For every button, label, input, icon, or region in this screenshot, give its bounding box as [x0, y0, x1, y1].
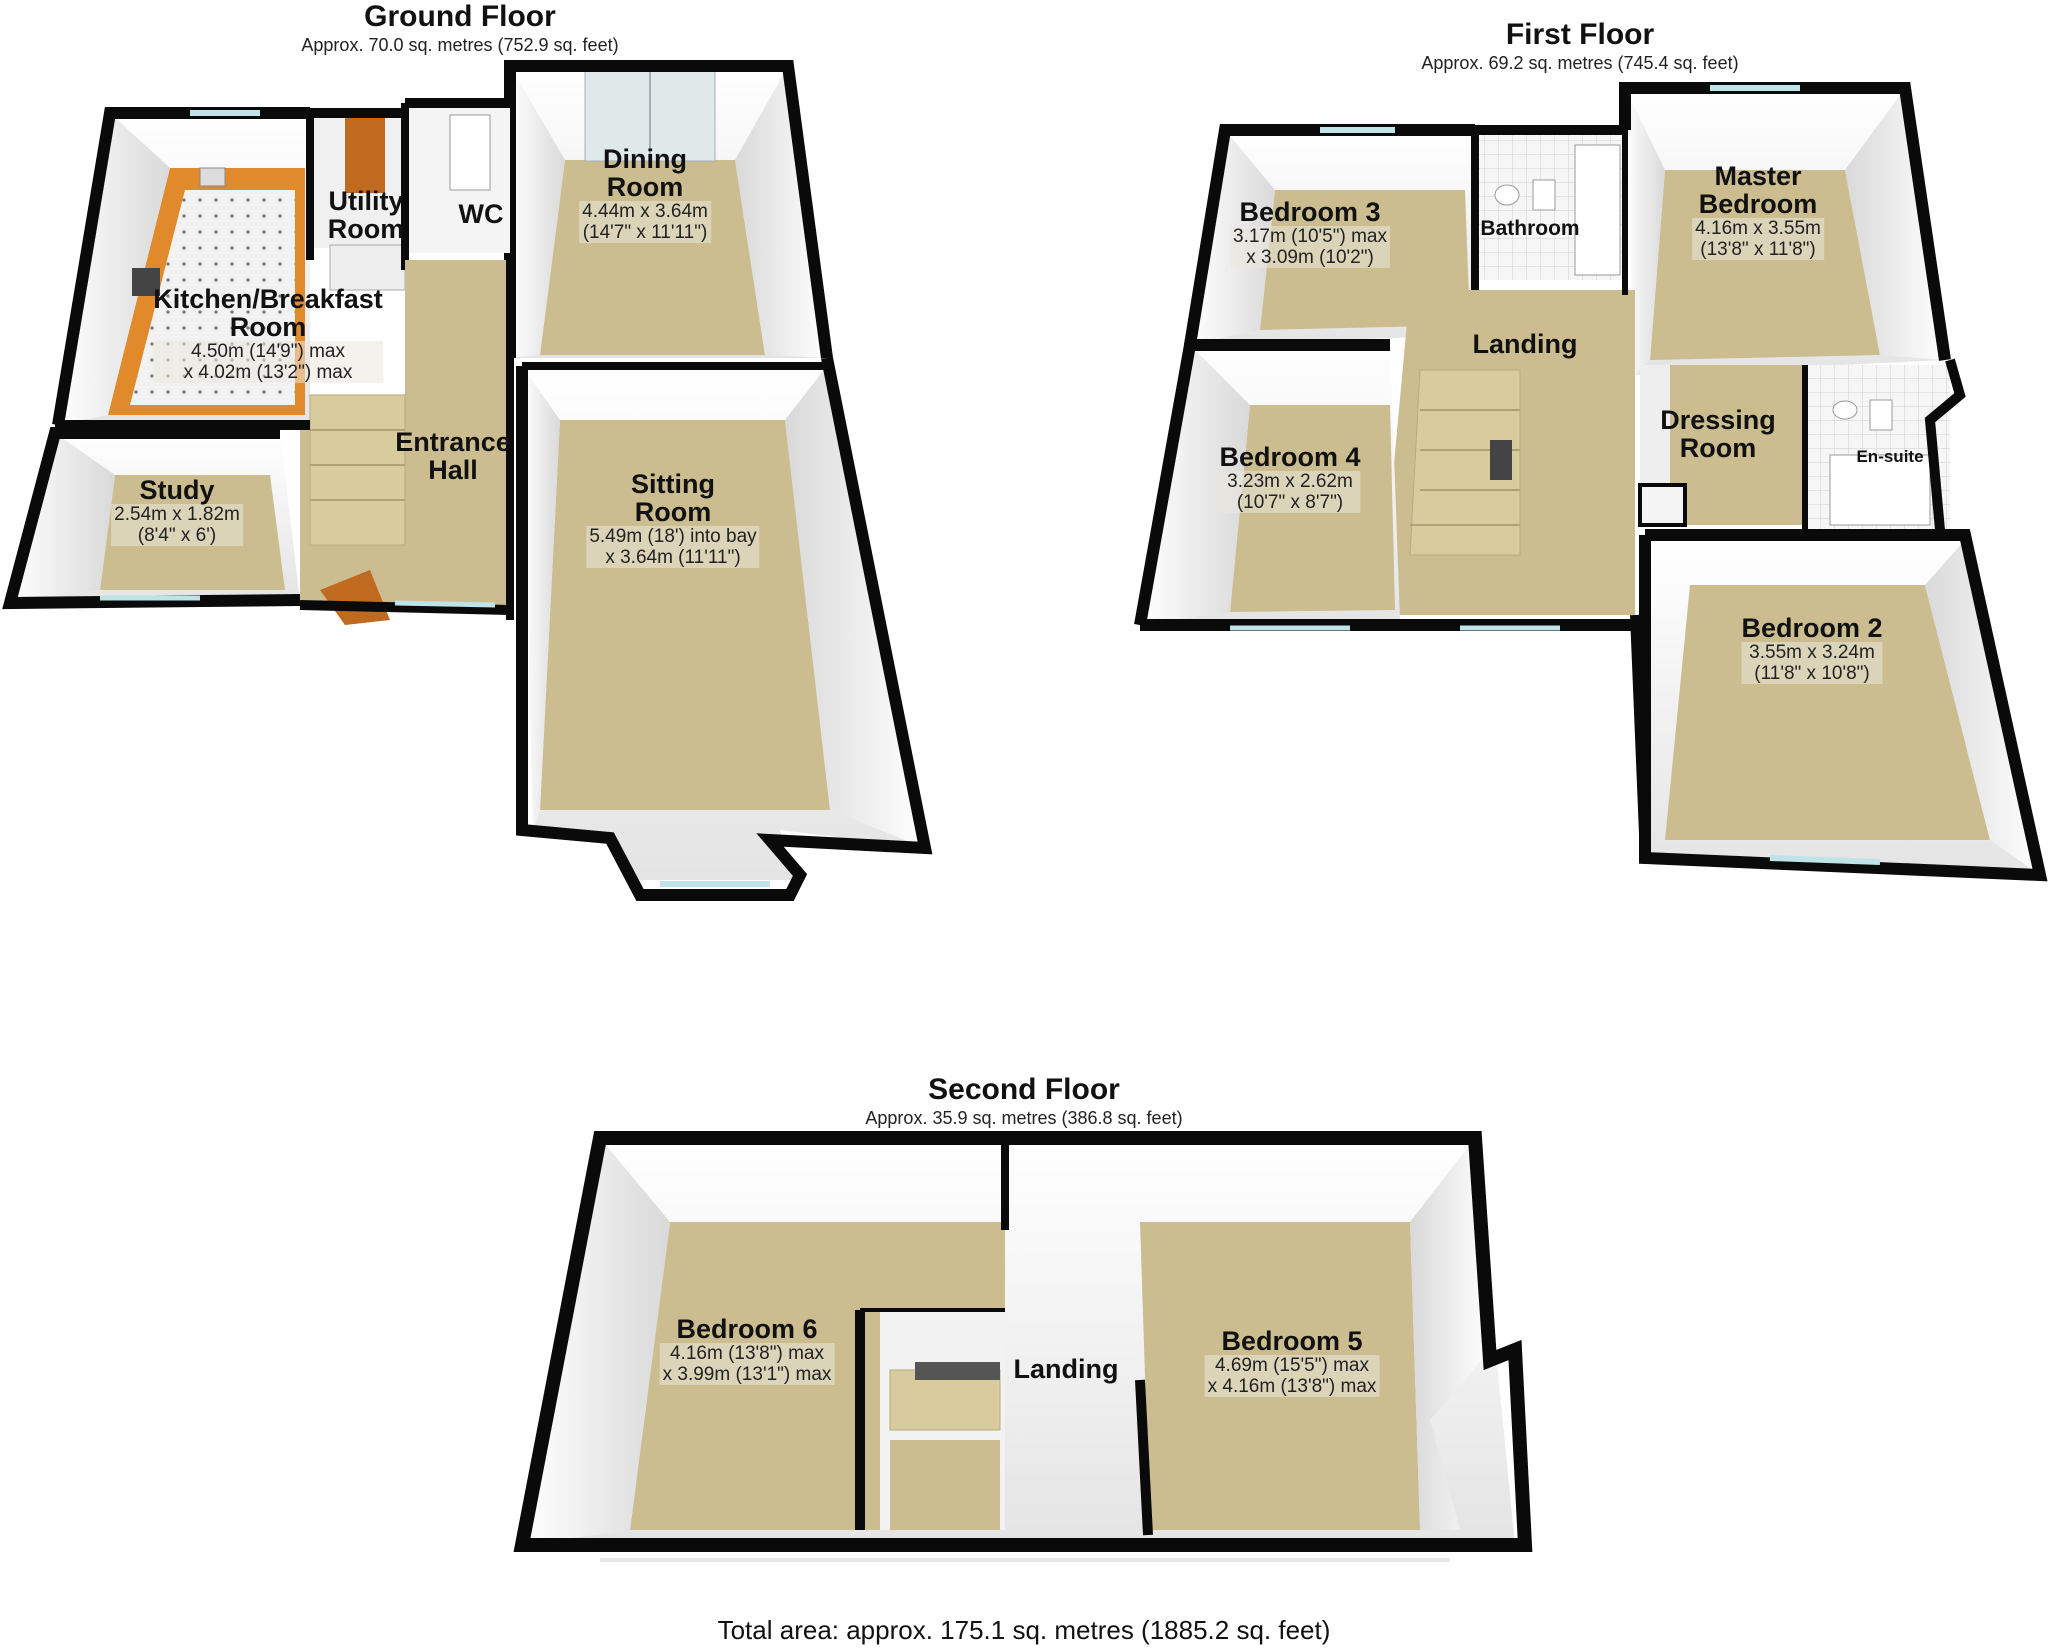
dining-room-label: Dining Room 4.44m x 3.64m (14'7" x 11'11…: [579, 145, 711, 243]
bathroom-shape: [1471, 125, 1625, 290]
en-suite-name: En-suite: [1856, 447, 1924, 466]
utility-room-label: Utility Room: [328, 187, 405, 243]
bedroom-5-label: Bedroom 5 4.69m (15'5") max x 4.16m (13'…: [1204, 1326, 1380, 1397]
bedroom-2-dim-1: 3.55m x 3.24m: [1741, 642, 1883, 663]
second-floor-name: Second Floor: [928, 1073, 1120, 1106]
total-area: Total area: approx. 175.1 sq. metres (18…: [717, 1615, 1331, 1645]
entrance-hall-shape: [299, 260, 514, 625]
bedroom-3-label: Bedroom 3 3.17m (10'5") max x 3.09m (10'…: [1230, 198, 1390, 268]
bedroom-4-label: Bedroom 4 3.23m x 2.62m (10'7" x 8'7"): [1219, 442, 1361, 513]
first-landing-shape: [1380, 290, 1635, 615]
bedroom-2-dim-2: (11'8" x 10'8"): [1741, 663, 1883, 684]
first-floor-title: First Floor Approx. 69.2 sq. metres (745…: [1380, 18, 1780, 74]
bedroom-4-name: Bedroom 4: [1219, 442, 1361, 472]
sitting-room-shape: [516, 356, 933, 901]
bathroom-label: Bathroom: [1480, 217, 1579, 241]
ground-floor-name: Ground Floor: [364, 0, 556, 33]
entrance-hall-name-1: Entrance: [395, 427, 511, 457]
first-floor-plan: [1134, 82, 2048, 882]
bedroom-5-name: Bedroom 5: [1221, 1326, 1363, 1356]
ground-floor-title: Ground Floor Approx. 70.0 sq. metres (75…: [280, 0, 640, 56]
dining-room-dim-1: 4.44m x 3.64m: [579, 201, 711, 222]
kitchen-dim-1: 4.50m (14'9") max: [153, 341, 383, 362]
bedroom-6-dim-1: 4.16m (13'8") max: [659, 1343, 835, 1364]
study-name: Study: [139, 475, 215, 505]
master-bedroom-name-2: Bedroom: [1698, 189, 1818, 219]
ground-floor-plan: [2, 60, 933, 901]
first-landing-name: Landing: [1472, 329, 1578, 359]
dressing-room-name-1: Dressing: [1660, 405, 1776, 435]
entrance-hall-name-2: Hall: [428, 455, 478, 485]
utility-room-name-1: Utility: [328, 186, 404, 216]
first-floor-name: First Floor: [1505, 18, 1655, 51]
bedroom-3-dim-2: x 3.09m (10'2"): [1230, 247, 1390, 268]
study-label: Study 2.54m x 1.82m (8'4" x 6'): [111, 476, 243, 546]
bedroom-3-dim-1: 3.17m (10'5") max: [1230, 226, 1390, 247]
sitting-room-name-1: Sitting: [631, 469, 715, 499]
utility-room-shape: [306, 108, 406, 291]
first-floor-area: Approx. 69.2 sq. metres (745.4 sq. feet): [1421, 53, 1739, 73]
bedroom-4-dim-2: (10'7" x 8'7"): [1219, 492, 1361, 513]
second-floor-area: Approx. 35.9 sq. metres (386.8 sq. feet): [865, 1108, 1183, 1128]
kitchen-name-2: Room: [229, 312, 307, 342]
bedroom-6-dim-2: x 3.99m (13'1") max: [659, 1364, 835, 1385]
first-landing-label: Landing: [1473, 330, 1578, 358]
bedroom-2-shape: [1639, 529, 2048, 882]
study-dim-2: (8'4" x 6'): [111, 525, 243, 546]
second-landing-name: Landing: [1013, 1354, 1119, 1384]
dressing-room-name-2: Room: [1679, 433, 1757, 463]
bedroom-6-name: Bedroom 6: [676, 1314, 818, 1344]
entrance-hall-label: Entrance Hall: [395, 428, 511, 484]
bedroom-2-label: Bedroom 2 3.55m x 3.24m (11'8" x 10'8"): [1741, 613, 1883, 684]
dining-room-dim-2: (14'7" x 11'11"): [579, 222, 711, 243]
second-floor-title: Second Floor Approx. 35.9 sq. metres (38…: [824, 1073, 1224, 1129]
master-bedroom-name-1: Master: [1714, 161, 1802, 191]
bedroom-2-name: Bedroom 2: [1741, 613, 1883, 643]
sitting-room-dim-2: x 3.64m (11'11"): [586, 547, 760, 568]
utility-room-name-2: Room: [327, 214, 405, 244]
dining-room-name-2: Room: [606, 172, 684, 202]
dining-room-name-1: Dining: [603, 144, 687, 174]
kitchen-dim-2: x 4.02m (13'2") max: [153, 362, 383, 383]
bathroom-name: Bathroom: [1480, 217, 1580, 240]
master-bedroom-dim-1: 4.16m x 3.55m: [1692, 218, 1824, 239]
master-bedroom-label: Master Bedroom 4.16m x 3.55m (13'8" x 11…: [1692, 162, 1824, 260]
bedroom-5-dim-1: 4.69m (15'5") max: [1204, 1355, 1380, 1376]
bedroom-3-name: Bedroom 3: [1239, 197, 1381, 227]
bedroom-4-dim-1: 3.23m x 2.62m: [1219, 471, 1361, 492]
sitting-room-dim-1: 5.49m (18') into bay: [586, 526, 760, 547]
sitting-room-label: Sitting Room 5.49m (18') into bay x 3.64…: [586, 469, 760, 568]
kitchen-label: Kitchen/Breakfast Room 4.50m (14'9") max…: [153, 285, 383, 383]
dressing-room-shape: [1638, 365, 1805, 527]
wc-room-shape: [401, 98, 510, 270]
master-bedroom-dim-2: (13'8" x 11'8"): [1692, 239, 1824, 260]
en-suite-label: En-suite: [1856, 447, 1923, 467]
en-suite-shape: [1802, 358, 1966, 531]
wc-label: WC: [459, 200, 504, 228]
bedroom-5-dim-2: x 4.16m (13'8") max: [1204, 1376, 1380, 1397]
wc-name: WC: [458, 199, 504, 229]
bedroom-6-label: Bedroom 6 4.16m (13'8") max x 3.99m (13'…: [659, 1314, 835, 1385]
second-landing-label: Landing: [1014, 1355, 1119, 1383]
dressing-room-label: Dressing Room: [1660, 406, 1776, 462]
kitchen-name-1: Kitchen/Breakfast: [153, 284, 383, 314]
sitting-room-name-2: Room: [634, 497, 712, 527]
ground-floor-area: Approx. 70.0 sq. metres (752.9 sq. feet): [301, 35, 619, 55]
study-dim-1: 2.54m x 1.82m: [111, 504, 243, 525]
